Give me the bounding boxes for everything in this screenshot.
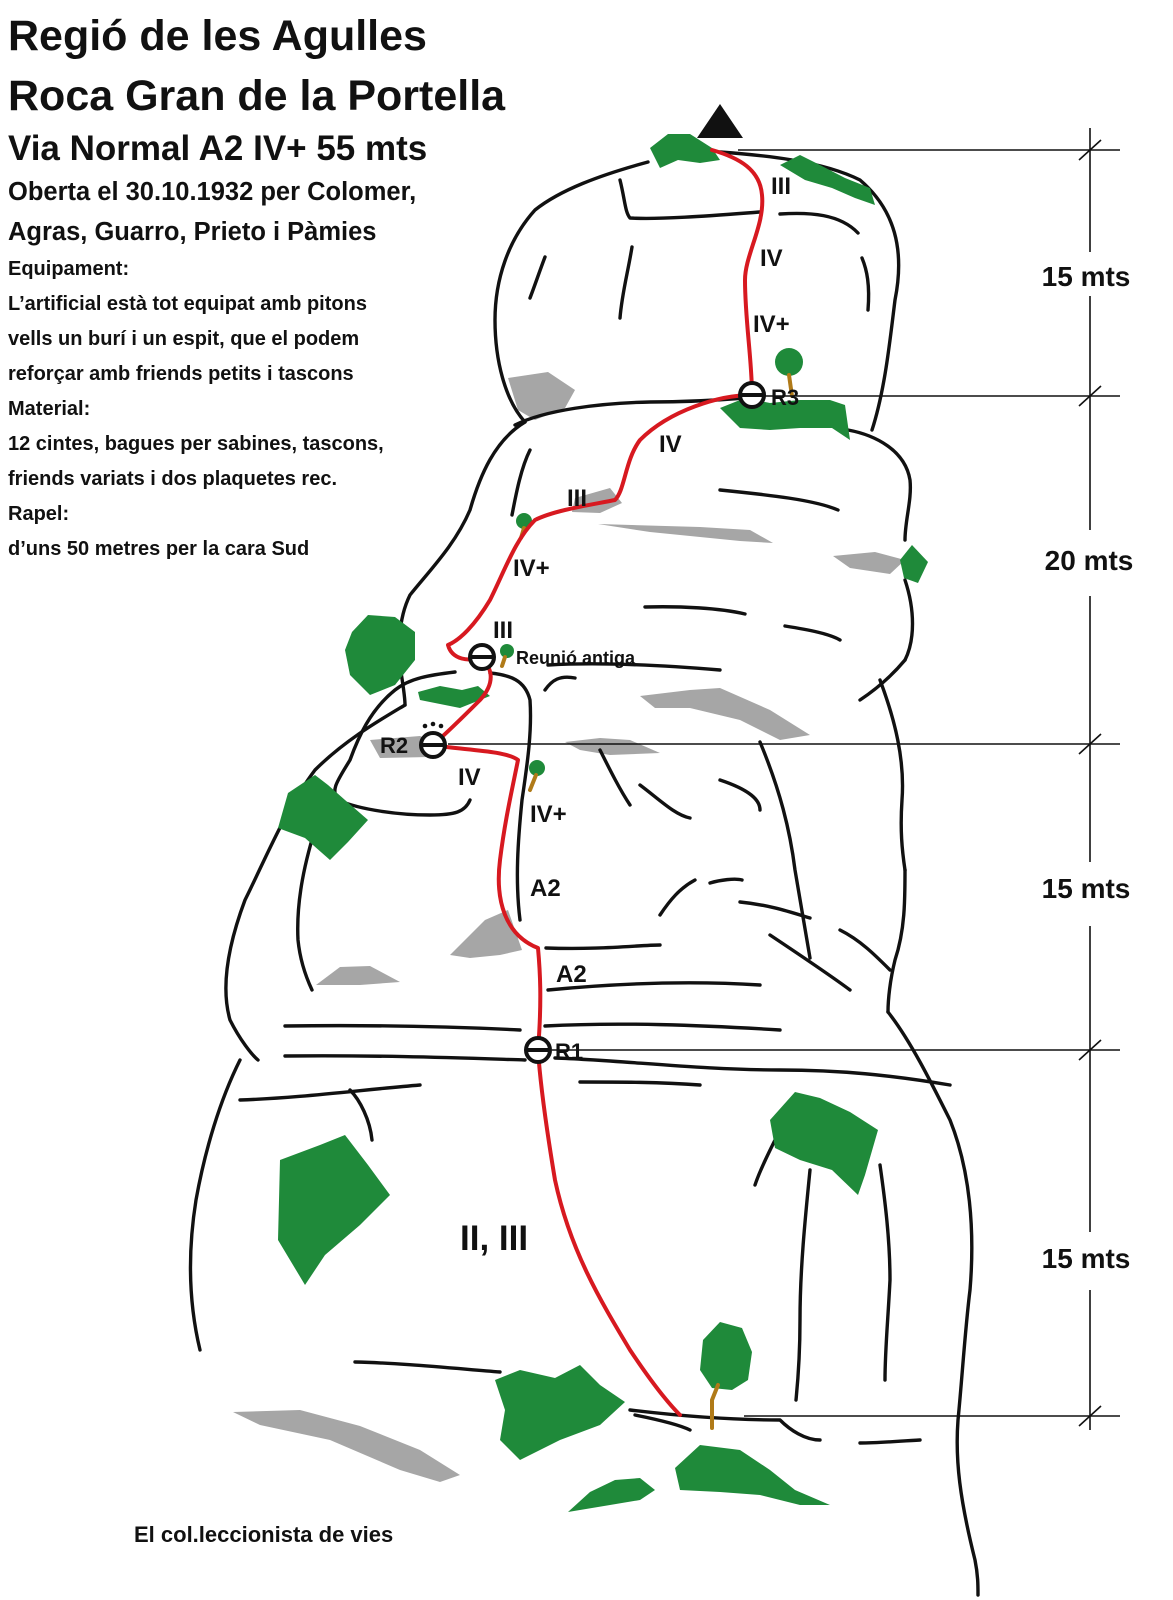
belay-labels: R3 R2 R1 Reunió antiga [380,385,799,1064]
opening-info-line-2: Agras, Guarro, Prieto i Pàmies [8,218,377,246]
tree-crown-r3 [775,348,803,376]
grade-label: A2 [556,961,587,988]
belay-stations [419,381,766,1064]
bolt-dots [422,721,444,729]
pitch-length-bottom: 15 mts [1042,1243,1131,1274]
material-line: friends variats i dos plaquetes rec. [8,468,338,490]
grade-label: III [771,173,791,200]
grade-label: IV+ [513,555,550,582]
belay-r2 [419,731,447,759]
belay-label-r2: R2 [380,733,408,758]
summit-bush-left [650,134,720,168]
tree-crown-base [700,1322,752,1390]
grade-label: III [493,617,513,644]
grade-label: IV+ [530,801,567,828]
equipment-line: vells un burí i un espit, que el podem [8,328,360,350]
bush-base-left [495,1365,625,1460]
bush-left-mid [278,775,368,860]
grade-label: III [567,485,587,512]
belay-old [468,643,496,671]
pitch-length-second: 20 mts [1045,545,1134,576]
route-grades: III IV IV+ IV III IV+ III IV IV+ A2 A2 I… [458,173,791,1258]
pitch-length-third: 15 mts [1042,873,1131,904]
bush-base-small [568,1478,655,1512]
bush-right-edge [900,545,928,583]
pitch-length-top: 15 mts [1042,261,1131,292]
equipment-line: L’artificial està tot equipat amb pitons [8,293,367,315]
belay-label-old: Reunió antiga [516,648,636,668]
rappel-heading: Rapel: [8,503,70,525]
grade-label: IV [659,431,682,458]
peak-title: Roca Gran de la Portella [8,72,506,120]
bush-right-lower [770,1092,878,1195]
tree-crown-pitch1 [529,760,545,776]
author-credit: El col.leccionista de vies [134,1522,394,1547]
rock-shading [233,372,905,1482]
vegetation [278,134,928,1512]
material-heading: Material: [8,398,91,420]
material-line: 12 cintes, bagues per sabines, tascons, [8,433,384,455]
grade-label: IV [458,764,481,791]
bush-left-big [345,615,415,695]
grade-label: IV+ [753,311,790,338]
measurement-lines [448,128,1120,1430]
equipment-heading: Equipament: [8,258,130,280]
rock-outlines [188,150,980,1597]
grade-label: IV [760,245,783,272]
belay-label-r3: R3 [771,385,799,410]
bush-left-lower [278,1135,390,1285]
summit-bush-right [780,155,875,205]
opening-info-line-1: Oberta el 30.10.1932 per Colomer, [8,178,417,206]
grade-label: A2 [530,875,561,902]
belay-r1 [524,1036,552,1064]
route-title: Via Normal A2 IV+ 55 mts [8,129,428,168]
route-info: Regió de les Agulles Roca Gran de la Por… [8,6,628,567]
rappel-line: d’uns 50 metres per la cara Sud [8,538,310,560]
region-title: Regió de les Agulles [8,12,427,60]
bush-base-right [675,1445,830,1505]
belay-r3 [738,381,766,409]
pitch-lengths: 15 mts 20 mts 15 mts 15 mts [1042,261,1134,1274]
grade-label-base: II, III [460,1219,528,1258]
tree-crown-old-belay [500,644,514,658]
summit-triangle-icon [697,104,743,138]
bush-r2-block [418,686,490,708]
belay-label-r1: R1 [555,1039,583,1064]
equipment-line: reforçar amb friends petits i tascons [8,363,354,385]
